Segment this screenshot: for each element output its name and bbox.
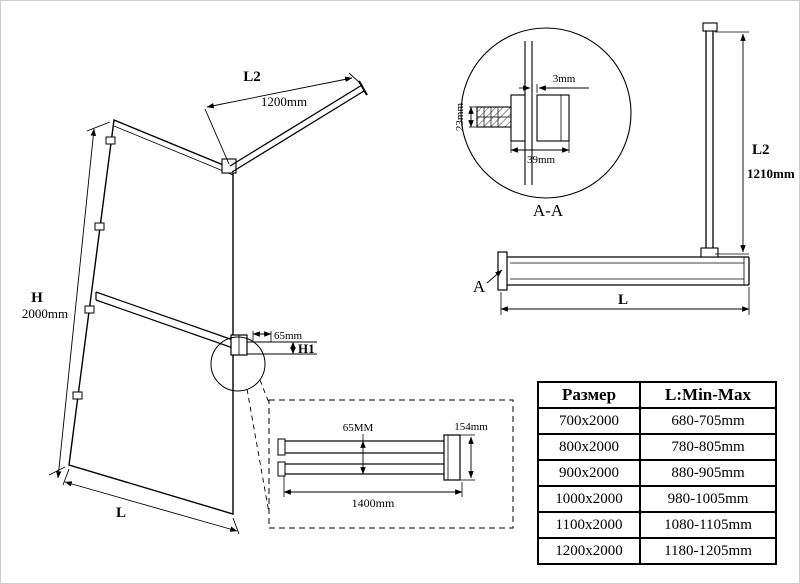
range-cell: 680-705mm bbox=[639, 407, 777, 435]
front-l2-dim-value: 1210mm bbox=[747, 166, 795, 181]
range-cell: 1180-1205mm bbox=[639, 537, 777, 565]
detail-dim-1400mm-value: 1400mm bbox=[352, 496, 395, 510]
size-cell: 900x2000 bbox=[537, 459, 641, 487]
size-cell: 1000x2000 bbox=[537, 485, 641, 513]
iso-l2-dim-value: 1200mm bbox=[261, 94, 307, 109]
bar-profile-bottom bbox=[283, 463, 449, 475]
iso-h-dimension bbox=[48, 121, 111, 479]
section-detail-circle bbox=[460, 27, 632, 199]
iso-bar-dimensions bbox=[247, 331, 317, 355]
range-column-header: L:Min-Max bbox=[639, 381, 777, 409]
table-header-row: Размер L:Min-Max bbox=[537, 381, 777, 409]
front-view bbox=[497, 22, 750, 291]
clamp-right-jaw bbox=[536, 94, 570, 142]
size-table: Размер L:Min-Max 700x2000 680-705mm 800x… bbox=[537, 381, 777, 565]
iso-h-label: H bbox=[31, 290, 43, 306]
iso-view-panel bbox=[68, 119, 237, 515]
clamp-left-jaw bbox=[510, 94, 526, 142]
section-dim-3mm-value: 3mm bbox=[553, 73, 576, 85]
section-label: A-A bbox=[533, 201, 564, 220]
range-cell: 880-905mm bbox=[639, 459, 777, 487]
section-dim-3mm bbox=[519, 84, 589, 93]
wall-bracket bbox=[443, 434, 461, 481]
bar-profile-top bbox=[283, 440, 449, 454]
section-dim-39mm-value: 39mm bbox=[527, 154, 556, 166]
iso-l2-label: L2 bbox=[243, 69, 261, 85]
range-cell: 1080-1105mm bbox=[639, 511, 777, 539]
front-l2-dimension bbox=[715, 31, 749, 255]
detail-dim-65mm-value: 65MM bbox=[343, 422, 374, 434]
iso-h1-label: H1 bbox=[298, 341, 315, 356]
detail-circle-marker bbox=[210, 336, 266, 392]
detail-projection-lines bbox=[246, 379, 270, 514]
section-dim-23mm-value: 23mm bbox=[454, 103, 466, 132]
section-dim-39mm bbox=[510, 141, 570, 153]
bottom-detail bbox=[268, 399, 514, 529]
size-cell: 1100x2000 bbox=[537, 511, 641, 539]
detail-dim-154mm-value: 154mm bbox=[454, 421, 488, 433]
range-cell: 780-805mm bbox=[639, 433, 777, 461]
detail-dim-154mm bbox=[460, 434, 475, 481]
iso-towel-bar bbox=[95, 291, 248, 356]
bar-left-cap bbox=[277, 461, 286, 477]
detail-dim-1400mm bbox=[283, 476, 463, 497]
front-l-dimension bbox=[500, 287, 750, 315]
front-l2-label: L2 bbox=[752, 142, 770, 158]
bar-left-cap bbox=[277, 438, 286, 456]
iso-l-label: L bbox=[116, 505, 126, 521]
range-cell: 980-1005mm bbox=[639, 485, 777, 513]
wall-clip bbox=[72, 391, 83, 400]
table-row: 800x2000 780-805mm bbox=[537, 433, 777, 461]
table-row: 1100x2000 1080-1105mm bbox=[537, 511, 777, 539]
front-a-label: A bbox=[473, 277, 486, 296]
section-dim-23mm bbox=[468, 106, 477, 128]
panel-left-bracket bbox=[497, 251, 508, 291]
bar-connector bbox=[221, 158, 237, 174]
front-a-leader bbox=[486, 269, 503, 284]
size-column-header: Размер bbox=[537, 381, 641, 409]
table-row: 1200x2000 1180-1205mm bbox=[537, 537, 777, 565]
detail-dashed-frame bbox=[268, 399, 514, 529]
bar-top-mount bbox=[702, 22, 718, 32]
iso-bar-dim-value: 65mm bbox=[274, 330, 303, 342]
table-row: 1000x2000 980-1005mm bbox=[537, 485, 777, 513]
table-row: 700x2000 680-705mm bbox=[537, 407, 777, 435]
iso-l2-dimension bbox=[204, 72, 361, 165]
iso-l-dimension bbox=[62, 468, 240, 535]
front-l-label: L bbox=[618, 292, 628, 308]
table-row: 900x2000 880-905mm bbox=[537, 459, 777, 487]
wall-clip bbox=[84, 305, 95, 314]
wall-clip bbox=[94, 222, 105, 231]
bar-panel-junction bbox=[700, 247, 719, 258]
size-cell: 700x2000 bbox=[537, 407, 641, 435]
size-cell: 1200x2000 bbox=[537, 537, 641, 565]
wall-clip bbox=[105, 136, 116, 145]
section-detail bbox=[460, 27, 632, 199]
size-cell: 800x2000 bbox=[537, 433, 641, 461]
iso-h-dim-value: 2000mm bbox=[22, 306, 68, 321]
